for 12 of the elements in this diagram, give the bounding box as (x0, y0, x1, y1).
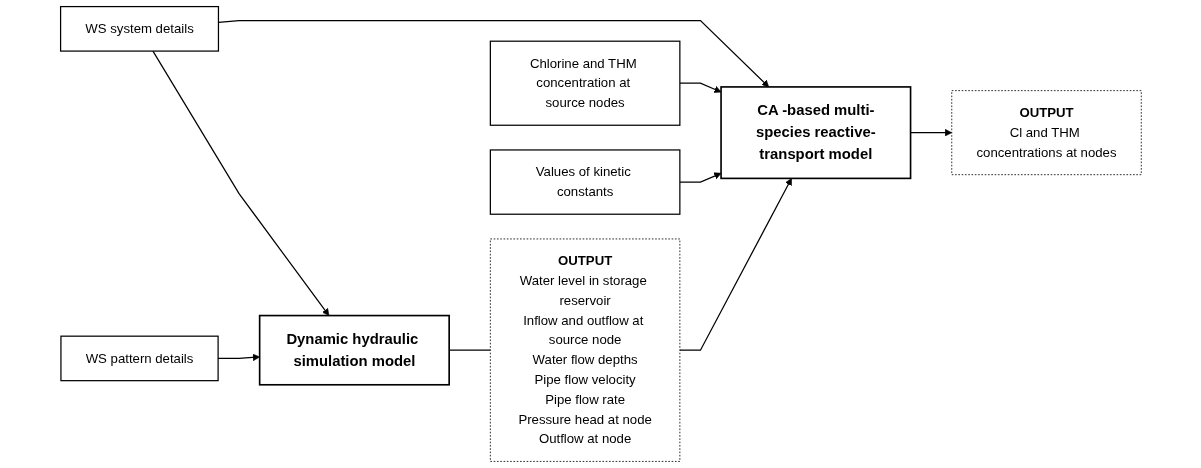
node-box: Chlorine and THM concentration at source nodes (489, 40, 681, 126)
arrow (151, 50, 329, 316)
node-box: Values of kinetic constants (489, 149, 681, 215)
node-box: Dynamic hydraulic simulation model (258, 314, 450, 386)
node-box: OUTPUT Cl and THM concentrations at nodes (950, 90, 1142, 176)
node-box: OUTPUT Water level in storage reservoir Inflow and outflow at source node Water flow depths Pipe flow velocity Pipe flow rate Pressure head at node Outflow at node (489, 238, 680, 462)
node-box: WS pattern details (59, 335, 219, 382)
arrow (217, 353, 260, 362)
node-box: WS system details (59, 5, 219, 52)
node-box: CA -based multi-species reactive-transport model (719, 86, 911, 180)
arrow (678, 178, 792, 351)
connector (448, 349, 491, 351)
